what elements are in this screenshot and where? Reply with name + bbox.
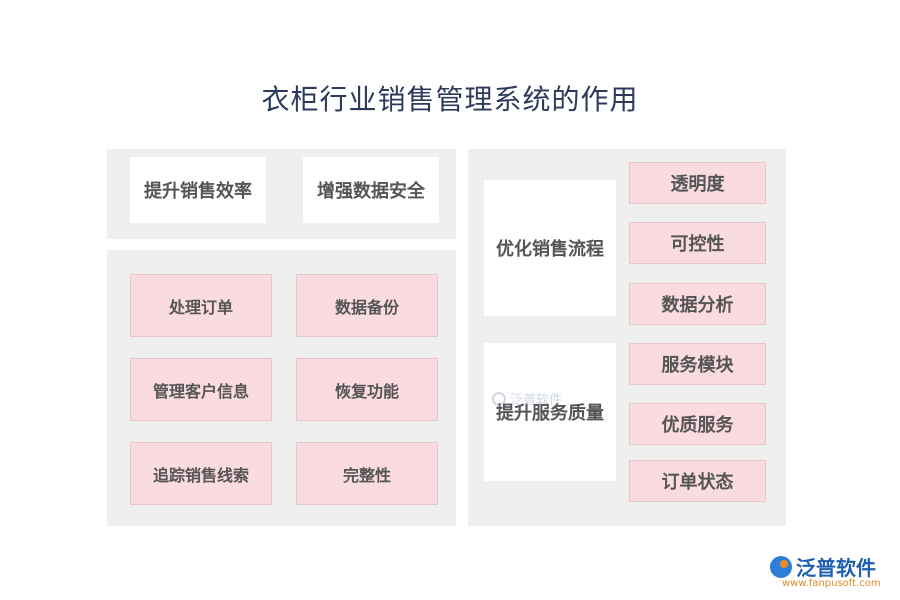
- box-integrity: 完整性: [296, 442, 438, 505]
- brand-logo: 泛普软件: [770, 552, 876, 581]
- box-transparency: 透明度: [629, 162, 766, 204]
- box-service-module: 服务模块: [629, 343, 766, 385]
- brand-logo-icon: [770, 555, 792, 578]
- box-enhance-data-security: 增强数据安全: [303, 157, 439, 223]
- box-order-status: 订单状态: [629, 460, 766, 502]
- brand-name: 泛普软件: [796, 556, 876, 580]
- watermark-logo-icon: [492, 391, 506, 406]
- box-restore-function: 恢复功能: [296, 358, 438, 421]
- watermark: 泛普软件: [492, 389, 562, 408]
- page-title: 衣柜行业销售管理系统的作用: [261, 83, 639, 116]
- box-data-analysis: 数据分析: [629, 283, 766, 325]
- brand-url: www.fanpusoft.com: [782, 578, 881, 589]
- box-manage-customer-info: 管理客户信息: [130, 358, 272, 421]
- box-improve-sales-efficiency: 提升销售效率: [130, 157, 266, 223]
- box-track-sales-leads: 追踪销售线索: [130, 442, 272, 505]
- box-quality-service: 优质服务: [629, 403, 766, 445]
- box-process-orders: 处理订单: [130, 274, 272, 337]
- box-data-backup: 数据备份: [296, 274, 438, 337]
- box-optimize-sales-process: 优化销售流程: [484, 180, 616, 316]
- watermark-text: 泛普软件: [510, 393, 563, 408]
- box-controllability: 可控性: [629, 222, 766, 264]
- box-improve-service-quality: 提升服务质量: [484, 343, 616, 481]
